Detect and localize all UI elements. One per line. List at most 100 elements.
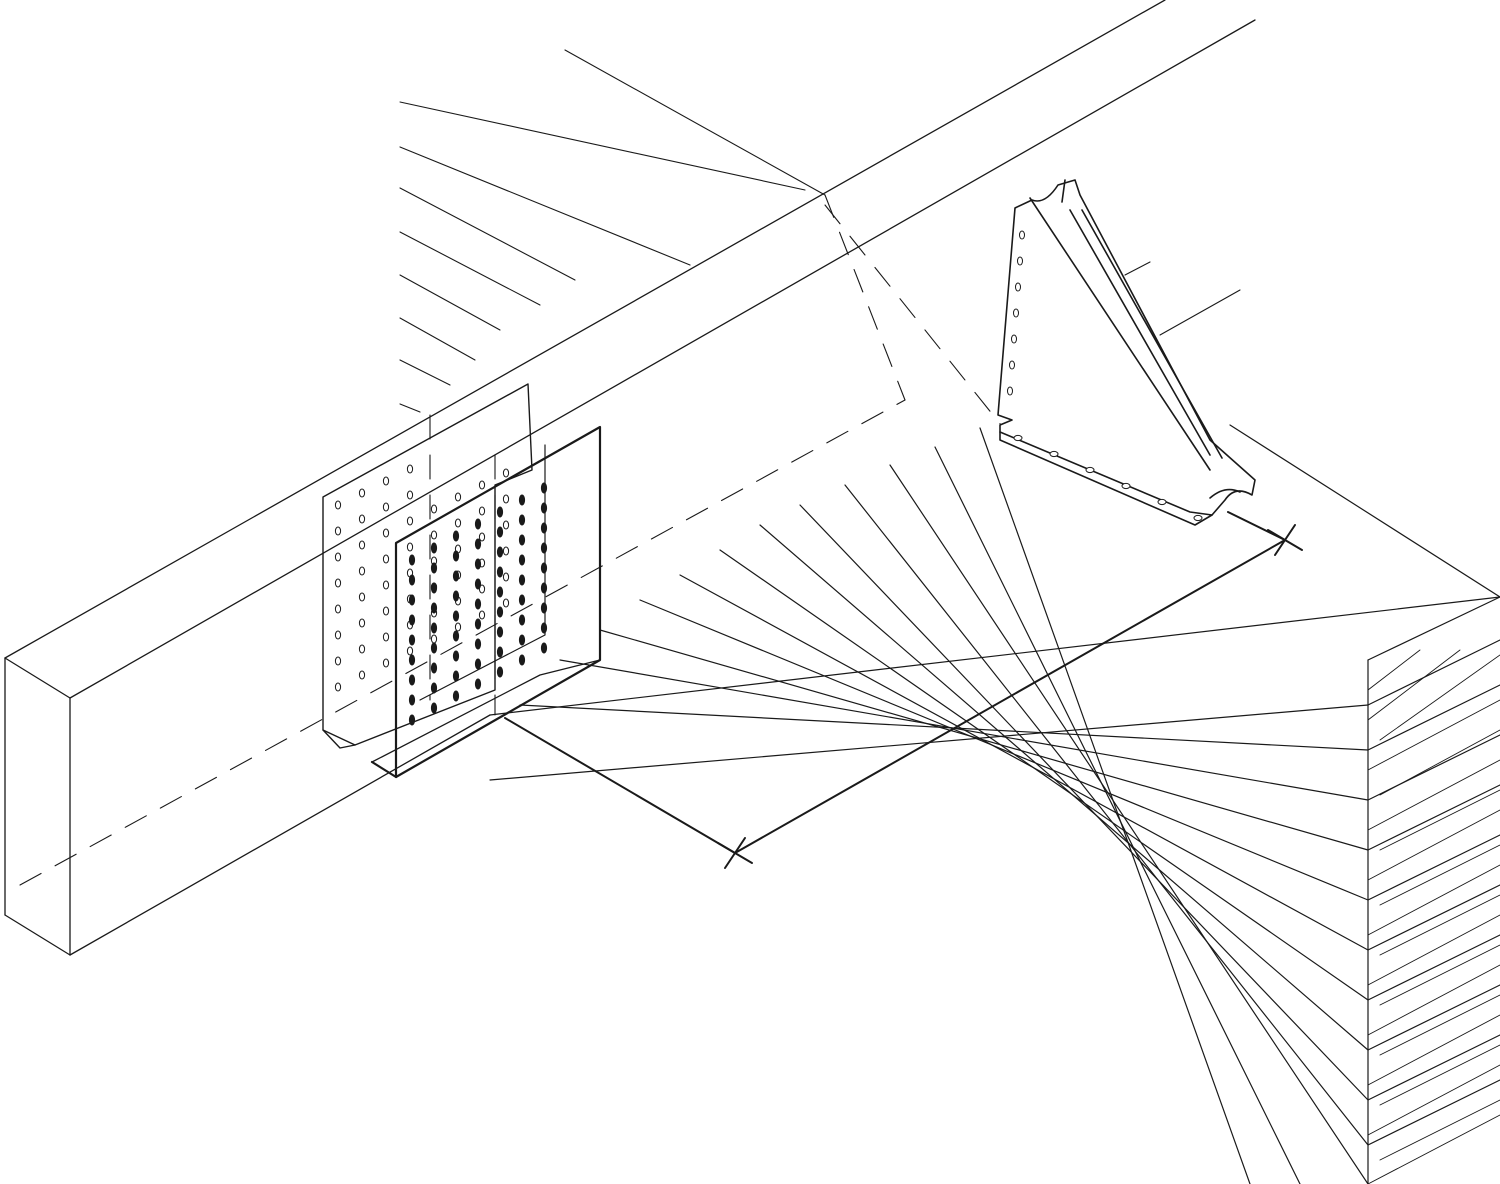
- rear-plate-hole: [358, 540, 366, 550]
- front-plate-hole: [540, 482, 548, 494]
- bracket-hole-row: [1007, 230, 1203, 522]
- rear-plate-hole: [334, 604, 342, 614]
- rear-plate-hole: [406, 516, 414, 526]
- rear-plate-hole: [502, 598, 510, 608]
- rear-plate-hole: [406, 542, 414, 552]
- timber-beam: [4, 0, 1256, 956]
- front-plate-hole: [452, 550, 460, 562]
- front-plate-hole: [518, 494, 526, 506]
- rear-plate-hole: [334, 500, 342, 510]
- bracket-leg-hole: [1007, 386, 1013, 396]
- rear-plate-hole: [358, 618, 366, 628]
- bracket-base-hole: [1157, 498, 1167, 506]
- front-plate-hole: [474, 578, 482, 590]
- bracket-leg-hole: [1011, 334, 1017, 344]
- bracket-leg-hole: [1017, 256, 1023, 266]
- front-plate-hole: [496, 606, 504, 618]
- front-plate-hole: [474, 558, 482, 570]
- rear-plate-hole: [382, 580, 390, 590]
- rear-plate-hole: [454, 622, 462, 632]
- front-plate-hole: [408, 614, 416, 626]
- rear-plate-hole: [502, 520, 510, 530]
- front-plate-hole: [408, 574, 416, 586]
- front-plate-hole: [540, 642, 548, 654]
- front-plate-hole: [430, 602, 438, 614]
- rear-plate-hole: [454, 492, 462, 502]
- front-plate-hole: [540, 622, 548, 634]
- front-plate-hole: [496, 526, 504, 538]
- front-plate-hole: [474, 518, 482, 530]
- front-plate-hole: [430, 622, 438, 634]
- rear-plate-hole: [382, 632, 390, 642]
- front-plate-hole: [474, 538, 482, 550]
- bracket-leg-hole: [1019, 230, 1025, 240]
- front-plate-hole: [408, 714, 416, 726]
- rear-plate-hole: [382, 606, 390, 616]
- front-plate-hole: [518, 654, 526, 666]
- front-plate-hole: [452, 690, 460, 702]
- rear-plate-hole: [454, 518, 462, 528]
- rear-plate-hole: [358, 592, 366, 602]
- front-plate-hole: [408, 634, 416, 646]
- front-plate-hole: [408, 674, 416, 686]
- rear-plate-hole: [478, 532, 486, 542]
- front-plate-hole: [518, 514, 526, 526]
- rear-plate-hole: [358, 514, 366, 524]
- rear-plate-hole: [382, 658, 390, 668]
- front-plate-hole-grid: [408, 482, 548, 726]
- rear-plate-hole: [406, 490, 414, 500]
- front-plate-hole: [408, 654, 416, 666]
- rear-plate-hole: [334, 682, 342, 692]
- front-plate-hole: [430, 682, 438, 694]
- front-plate-hole: [518, 634, 526, 646]
- front-plate-hole: [452, 590, 460, 602]
- rear-plate-hole: [382, 528, 390, 538]
- rear-plate-hole: [358, 566, 366, 576]
- front-plate-hole: [452, 650, 460, 662]
- front-plate-hole: [496, 506, 504, 518]
- rear-plate-hole: [502, 494, 510, 504]
- front-plate-hole: [452, 530, 460, 542]
- front-plate-hole: [496, 566, 504, 578]
- front-plate-hole: [408, 694, 416, 706]
- rear-plate-hole: [430, 504, 438, 514]
- glulam-block: [489, 424, 1500, 1184]
- front-plate-hole: [474, 658, 482, 670]
- front-plate-hole: [540, 542, 548, 554]
- hidden-lines: [19, 194, 1006, 886]
- front-plate-hole: [540, 502, 548, 514]
- triangular-bracket: [997, 179, 1256, 526]
- front-plate-hole: [452, 670, 460, 682]
- bracket-base-hole: [1013, 434, 1023, 442]
- rear-plate-hole: [430, 634, 438, 644]
- bracket-base-hole: [1049, 450, 1059, 458]
- front-plate-hole: [496, 666, 504, 678]
- front-plate-hole: [430, 702, 438, 714]
- front-plate-hole: [474, 598, 482, 610]
- rear-plate-hole: [334, 656, 342, 666]
- rear-plate-hole: [478, 480, 486, 490]
- dimension-tick-left: [717, 837, 753, 869]
- front-plate-hole: [540, 522, 548, 534]
- rear-plate-hole: [382, 476, 390, 486]
- glulam-end-grain: [1368, 639, 1500, 1184]
- front-plate-hole: [518, 594, 526, 606]
- rear-plate-hole: [406, 646, 414, 656]
- front-plate-hole: [540, 562, 548, 574]
- bracket-base-hole: [1121, 482, 1131, 490]
- front-plate-hole: [496, 626, 504, 638]
- glulam-lamination-lines: [489, 427, 1369, 1184]
- rear-plate-hole: [358, 644, 366, 654]
- front-plate-hole: [540, 602, 548, 614]
- front-connector-plate: [370, 425, 602, 779]
- rear-plate-hole: [382, 502, 390, 512]
- rear-plate-hole: [406, 464, 414, 474]
- bracket-leg-hole: [1015, 282, 1021, 292]
- rear-plate-hole: [334, 630, 342, 640]
- rear-plate-hole-grid: [334, 464, 510, 692]
- rear-plate-hole: [502, 572, 510, 582]
- bracket-base-hole: [1085, 466, 1095, 474]
- front-plate-hole: [430, 542, 438, 554]
